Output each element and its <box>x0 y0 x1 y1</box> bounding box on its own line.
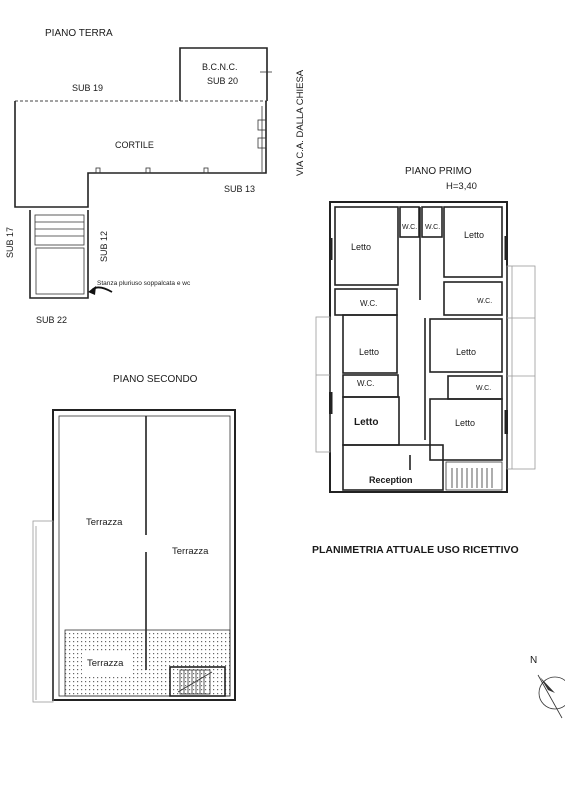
wc-2-label: W.C. <box>425 224 440 231</box>
north-arrow: N <box>530 655 565 719</box>
sub12-label: SUB 12 <box>99 231 109 262</box>
cortile-label: CORTILE <box>115 140 154 150</box>
sub19-label: SUB 19 <box>72 83 103 93</box>
note-label: Stanza pluriuso soppalcata e wc <box>97 280 191 287</box>
letto-4-label: Letto <box>456 347 476 357</box>
piano-primo-title: PIANO PRIMO <box>405 166 472 177</box>
sub22-label: SUB 22 <box>36 315 67 325</box>
piano-terra-title: PIANO TERRA <box>45 28 113 39</box>
sub17-label: SUB 17 <box>5 227 15 258</box>
sub20-label: SUB 20 <box>207 76 238 86</box>
wc-1-label: W.C. <box>402 224 417 231</box>
wc-3-label: W.C. <box>360 299 377 308</box>
piano-terra-plan: PIANO TERRA B.C.N.C. SUB 20 SUB 19 CORTI… <box>5 28 306 325</box>
letto-2-label: Letto <box>464 230 484 240</box>
wc-5-label: W.C. <box>357 379 374 388</box>
piano-secondo-title: PIANO SECONDO <box>113 374 198 385</box>
plan-caption: PLANIMETRIA ATTUALE USO RICETTIVO <box>312 544 519 556</box>
terrazza-2-label: Terrazza <box>172 546 209 557</box>
north-label: N <box>530 655 537 666</box>
terrazza-3-label: Terrazza <box>87 658 124 669</box>
letto-1-label: Letto <box>351 242 371 252</box>
letto-3-label: Letto <box>359 347 379 357</box>
wc-4-label: W.C. <box>477 298 492 305</box>
piano-secondo-plan: PIANO SECONDO Terrazza Terrazza Terrazza <box>32 374 236 703</box>
wc-6-label: W.C. <box>476 385 491 392</box>
street-label: VIA C.A. DALLA CHIESA <box>295 69 306 176</box>
sub13-label: SUB 13 <box>224 184 255 194</box>
piano-primo-plan: PIANO PRIMO H=3,40 <box>312 166 536 556</box>
piano-primo-height: H=3,40 <box>446 181 477 192</box>
terrazza-1-label: Terrazza <box>86 517 123 528</box>
bcnc-label: B.C.N.C. <box>202 62 238 72</box>
reception-label: Reception <box>369 475 413 485</box>
letto-6-label: Letto <box>455 418 475 428</box>
letto-5-label: Letto <box>354 417 378 428</box>
